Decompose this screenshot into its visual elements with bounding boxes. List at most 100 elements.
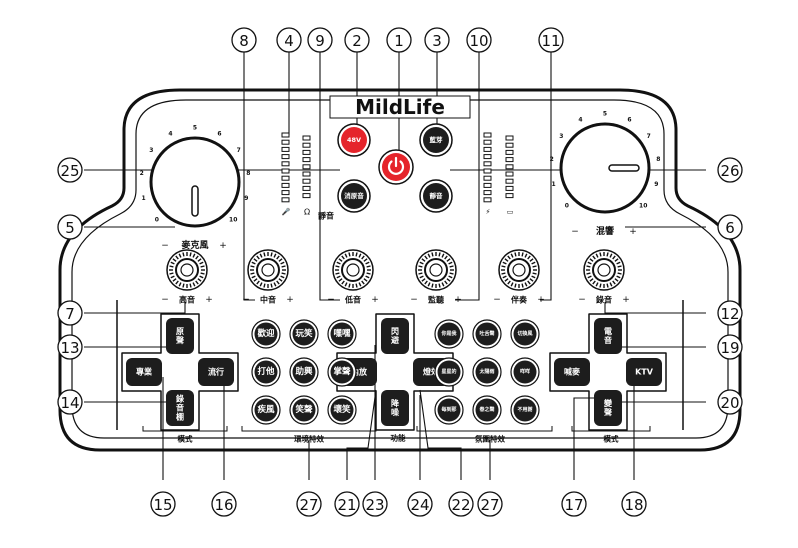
button-face[interactable] bbox=[166, 390, 194, 426]
dpad-left-button[interactable]: 喊麥 bbox=[554, 358, 590, 386]
button-face[interactable] bbox=[198, 358, 234, 386]
dpad-up-button[interactable]: 閃避 bbox=[381, 318, 409, 354]
tone-knob[interactable]: −伴奏+ bbox=[493, 249, 545, 305]
power-button[interactable] bbox=[378, 149, 414, 185]
button-face[interactable] bbox=[423, 127, 449, 153]
button-face[interactable] bbox=[292, 322, 316, 346]
dpad-down-button[interactable]: 變聲 bbox=[594, 390, 622, 426]
button-face[interactable] bbox=[594, 318, 622, 354]
button-face[interactable] bbox=[475, 398, 499, 422]
callout-number: 12 bbox=[717, 300, 743, 326]
effect-button[interactable]: 打他 bbox=[251, 357, 281, 387]
headphone-icon: Ω bbox=[304, 208, 310, 217]
scale-mark: 8 bbox=[246, 170, 250, 177]
dpad-right-button[interactable]: 流行 bbox=[198, 358, 234, 386]
scale-mark: 10 bbox=[639, 203, 647, 210]
section-bracket bbox=[241, 426, 377, 432]
dpad-left-button[interactable]: 專業 bbox=[126, 358, 162, 386]
callout-circle bbox=[538, 27, 564, 53]
button-face[interactable] bbox=[292, 398, 316, 422]
button-face[interactable] bbox=[330, 322, 354, 346]
effect-button[interactable]: 切換風 bbox=[510, 319, 540, 349]
knob-dial[interactable] bbox=[559, 122, 651, 214]
meter-led bbox=[281, 132, 290, 138]
knob-grip bbox=[253, 278, 258, 282]
button-face[interactable] bbox=[513, 322, 537, 346]
effect-button[interactable]: 每到那 bbox=[434, 395, 464, 425]
button-face[interactable] bbox=[341, 183, 367, 209]
callout-label: 1 bbox=[394, 32, 404, 50]
button-face[interactable] bbox=[437, 322, 461, 346]
knob-grip bbox=[355, 252, 358, 257]
effect-button[interactable]: 疾風 bbox=[251, 395, 281, 425]
knob-grip bbox=[586, 265, 591, 268]
effect-button[interactable]: 歡迎 bbox=[251, 319, 281, 349]
effect-button[interactable]: 不用謝 bbox=[510, 395, 540, 425]
button-face[interactable] bbox=[254, 360, 278, 384]
button-face[interactable] bbox=[626, 358, 662, 386]
effect-button[interactable]: 太陽雨 bbox=[472, 357, 502, 387]
effect-button[interactable]: 嘿嘿 bbox=[327, 319, 357, 349]
effect-button[interactable]: 掌聲 bbox=[327, 357, 357, 387]
knob-grip bbox=[448, 261, 453, 265]
button-face[interactable] bbox=[254, 322, 278, 346]
tone-knob[interactable]: −低音+ bbox=[327, 249, 379, 305]
button-face[interactable] bbox=[437, 398, 461, 422]
callout-label: 16 bbox=[214, 496, 233, 514]
effect-button[interactable]: 助興 bbox=[289, 357, 319, 387]
knob-grip bbox=[178, 282, 182, 287]
knob-grip bbox=[172, 278, 177, 282]
dpad-down-button[interactable]: 錄音棚 bbox=[166, 390, 194, 426]
effect-button[interactable]: 玩笑 bbox=[289, 319, 319, 349]
knob-label: 麥克風 bbox=[180, 239, 208, 251]
knob-grip bbox=[273, 253, 277, 258]
mute-button[interactable]: 靜音 bbox=[419, 179, 453, 213]
button-face[interactable] bbox=[554, 358, 590, 386]
tone-knob[interactable]: −錄音+ bbox=[578, 249, 630, 305]
button-face[interactable] bbox=[437, 360, 461, 384]
button-face[interactable] bbox=[513, 398, 537, 422]
button-face[interactable] bbox=[423, 183, 449, 209]
tone-knob[interactable]: −監聽+ bbox=[410, 249, 462, 305]
dpad-up-button[interactable]: 電音 bbox=[594, 318, 622, 354]
effect-button[interactable]: 春之聲 bbox=[472, 395, 502, 425]
knob-grip bbox=[276, 280, 280, 285]
knob-grip bbox=[592, 280, 596, 285]
knob-grip bbox=[502, 275, 507, 279]
effect-button[interactable]: 星星的 bbox=[434, 357, 464, 387]
button-face[interactable] bbox=[475, 322, 499, 346]
tone-knob[interactable]: −中音+ bbox=[242, 249, 294, 305]
knob-grip bbox=[344, 282, 348, 287]
button-face[interactable] bbox=[381, 318, 409, 354]
dpad-right-button[interactable]: KTV bbox=[626, 358, 662, 386]
knob-grip bbox=[263, 283, 266, 288]
phantom-48v-button[interactable]: 48V bbox=[337, 123, 371, 157]
knob-grip bbox=[424, 255, 428, 260]
effect-button[interactable]: 笑聲 bbox=[289, 395, 319, 425]
button-face[interactable] bbox=[330, 398, 354, 422]
button-face[interactable] bbox=[330, 360, 354, 384]
knob-dial[interactable] bbox=[149, 136, 241, 228]
effect-button[interactable]: 你是我 bbox=[434, 319, 464, 349]
effect-button[interactable]: 壞笑 bbox=[327, 395, 357, 425]
button-face[interactable] bbox=[292, 360, 316, 384]
button-face[interactable] bbox=[126, 358, 162, 386]
brand-frame bbox=[329, 95, 471, 119]
button-face[interactable] bbox=[381, 390, 409, 426]
dpad-down-button[interactable]: 降噪 bbox=[381, 390, 409, 426]
tone-knob[interactable]: −高音+ bbox=[161, 249, 213, 305]
button-face[interactable] bbox=[341, 127, 367, 153]
knob-grip bbox=[189, 283, 192, 288]
button-face[interactable] bbox=[475, 360, 499, 384]
effect-button[interactable]: 咩咩 bbox=[510, 357, 540, 387]
remove-vocal-button[interactable]: 消原音 bbox=[337, 179, 371, 213]
button-face[interactable] bbox=[513, 360, 537, 384]
effect-button[interactable]: 吐舌聲 bbox=[472, 319, 502, 349]
bluetooth-button[interactable]: 藍芽 bbox=[419, 123, 453, 157]
button-face[interactable] bbox=[594, 390, 622, 426]
button-face[interactable] bbox=[254, 398, 278, 422]
button-face[interactable] bbox=[166, 318, 194, 354]
dpad-up-button[interactable]: 原聲 bbox=[166, 318, 194, 354]
